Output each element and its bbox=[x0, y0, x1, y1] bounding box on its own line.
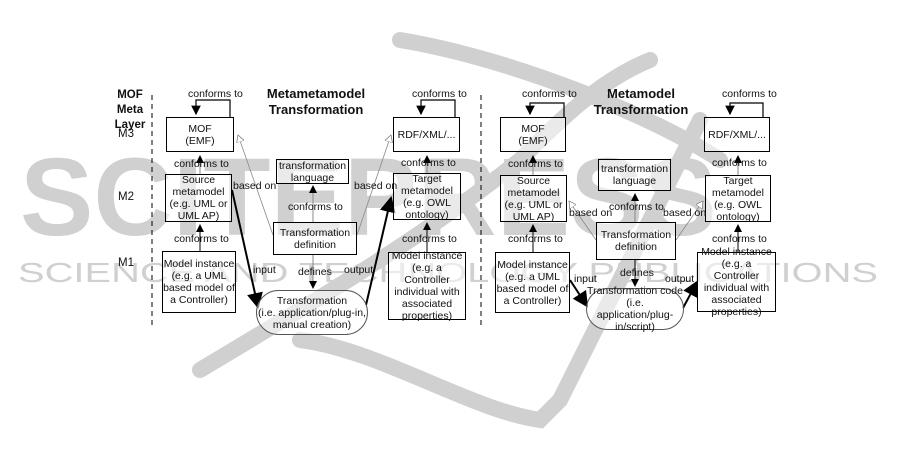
right-output-label: output bbox=[665, 273, 695, 285]
left-output-label: output bbox=[344, 264, 374, 276]
left-output-arrow bbox=[365, 196, 396, 306]
right-based-on-label-1: based on bbox=[569, 207, 613, 219]
left-rdf-self-arrow bbox=[416, 99, 456, 117]
right-transformation-code-ellipse: Transformation code (i.e. application/pl… bbox=[586, 285, 684, 333]
left-based-on-rdf-arrow bbox=[356, 135, 391, 236]
left-input-label: input bbox=[253, 264, 276, 276]
layer-m3: M3 bbox=[118, 128, 134, 140]
right-model-instance-box: Model instance (e.g. a UML based model o… bbox=[495, 252, 570, 313]
right-conforms-rdf-self-label: conforms to bbox=[722, 88, 777, 100]
right-rdf-box: RDF/XML/... bbox=[704, 117, 770, 152]
right-conforms-source-label: conforms to bbox=[508, 158, 563, 170]
left-transformation-ellipse: Transformation (i.e. application/plug-in… bbox=[256, 290, 368, 335]
left-conforms-model-label: conforms to bbox=[174, 233, 229, 245]
left-conforms-def-label: conforms to bbox=[288, 201, 343, 213]
layer-header: MOF Meta Layer bbox=[114, 89, 146, 131]
right-conforms-model-label: conforms to bbox=[508, 233, 563, 245]
left-conforms-mof-self-label: conforms to bbox=[188, 88, 243, 100]
left-defines-label: defines bbox=[298, 266, 332, 278]
left-transformation-language-box: transformation language bbox=[276, 159, 349, 184]
right-panel-title: Metamodel Transformation bbox=[593, 86, 689, 117]
right-defines-label: defines bbox=[620, 267, 654, 279]
right-mof-self-arrow bbox=[525, 102, 565, 117]
left-conforms-target-model-label: conforms to bbox=[402, 233, 457, 245]
right-based-on-label-2: based on bbox=[663, 207, 707, 219]
left-source-metamodel-box: Source metamodel (e.g. UML or UML AP) bbox=[165, 174, 232, 222]
left-based-on-label-1: based on bbox=[233, 180, 277, 192]
left-rdf-box: RDF/XML/... bbox=[393, 117, 460, 152]
left-model-instance-box: Model instance (e.g. a UML based model o… bbox=[162, 251, 236, 313]
layer-m2: M2 bbox=[118, 191, 134, 203]
right-source-metamodel-box: Source metamodel (e.g. UML or UML AP) bbox=[500, 175, 567, 223]
left-mof-self-arrow bbox=[191, 99, 231, 117]
layer-m1: M1 bbox=[118, 257, 134, 269]
right-output-arrow bbox=[682, 280, 698, 309]
right-target-metamodel-box: Target metamodel (e.g. OWL ontology) bbox=[705, 175, 771, 223]
left-input-arrow bbox=[231, 189, 263, 309]
left-based-on-mof-arrow bbox=[238, 135, 274, 236]
left-transformation-definition-box: Transformation definition bbox=[273, 222, 357, 255]
right-target-model-instance-box: Model instance (e.g. a Controller indivi… bbox=[697, 246, 776, 318]
left-target-model-instance-box: Model instance (e.g. a Controller indivi… bbox=[388, 250, 466, 322]
right-rdf-self-arrow bbox=[725, 102, 764, 117]
right-conforms-def-label: conforms to bbox=[609, 201, 664, 213]
right-transformation-language-box: transformation language bbox=[598, 159, 671, 191]
right-transformation-definition-box: Transformation definition bbox=[596, 222, 676, 260]
right-conforms-target-model-label: conforms to bbox=[712, 233, 767, 245]
right-based-on-target-arrow bbox=[675, 201, 703, 241]
right-input-arrow bbox=[569, 279, 589, 308]
left-conforms-source-label: conforms to bbox=[174, 158, 229, 170]
left-target-metamodel-box: Target metamodel (e.g. OWL ontology) bbox=[393, 173, 461, 221]
right-input-label: input bbox=[574, 273, 597, 285]
left-conforms-target-label: conforms to bbox=[401, 157, 456, 169]
left-conforms-rdf-self-label: conforms to bbox=[412, 88, 467, 100]
right-mof-box: MOF (EMF) bbox=[500, 117, 566, 152]
left-based-on-label-2: based on bbox=[354, 180, 398, 192]
right-conforms-target-label: conforms to bbox=[712, 157, 767, 169]
left-mof-box: MOF (EMF) bbox=[166, 117, 234, 152]
left-panel-title: Metametamodel Transformation bbox=[266, 86, 366, 117]
right-conforms-mof-self-label: conforms to bbox=[522, 88, 577, 100]
right-based-on-source-arrow bbox=[569, 201, 597, 241]
